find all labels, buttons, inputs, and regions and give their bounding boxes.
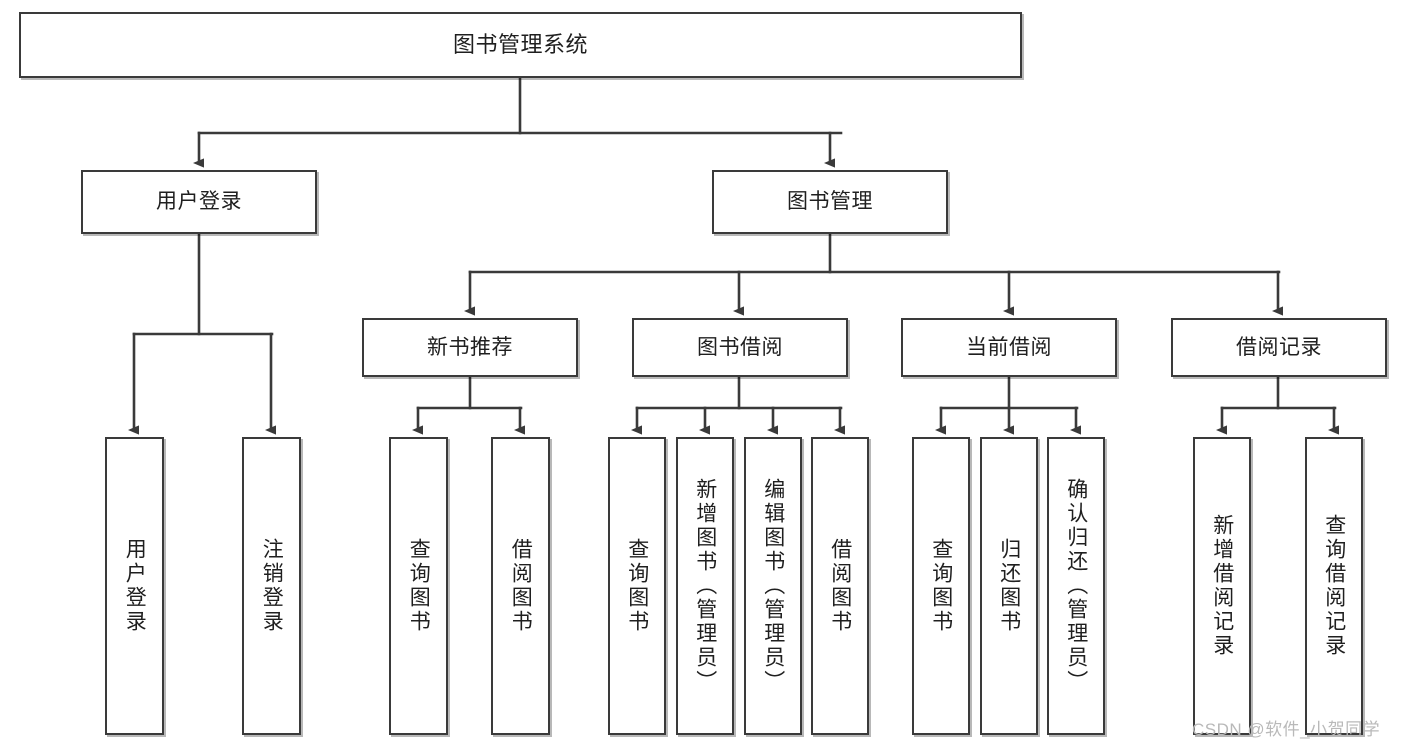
- leaf-query-book-recommend-label: 查询图书: [407, 538, 431, 634]
- leaf-borrow-book[interactable]: 借阅图书: [811, 437, 869, 735]
- leaf-borrow-book-recommend-label: 借阅图书: [509, 538, 533, 634]
- leaf-query-book-borrow-label: 查询图书: [625, 538, 649, 634]
- leaf-add-book[interactable]: 新增图书（管理员）: [676, 437, 734, 735]
- leaf-edit-book[interactable]: 编辑图书（管理员）: [744, 437, 802, 735]
- leaf-borrow-book-recommend[interactable]: 借阅图书: [491, 437, 550, 735]
- node-new-book-recommend[interactable]: 新书推荐: [362, 318, 578, 377]
- node-borrow-record[interactable]: 借阅记录: [1171, 318, 1387, 377]
- node-current-borrow[interactable]: 当前借阅: [901, 318, 1117, 377]
- leaf-borrow-book-label: 借阅图书: [828, 538, 852, 634]
- node-user-login-label: 用户登录: [156, 190, 242, 214]
- node-book-borrow-label: 图书借阅: [697, 335, 783, 359]
- leaf-user-login[interactable]: 用户登录: [105, 437, 164, 735]
- leaf-query-book-current-label: 查询图书: [929, 538, 953, 634]
- leaf-query-book-borrow[interactable]: 查询图书: [608, 437, 666, 735]
- leaf-query-book-recommend[interactable]: 查询图书: [389, 437, 448, 735]
- node-book-borrow[interactable]: 图书借阅: [632, 318, 848, 377]
- node-new-book-recommend-label: 新书推荐: [427, 335, 513, 359]
- node-borrow-record-label: 借阅记录: [1236, 335, 1322, 359]
- leaf-query-book-current[interactable]: 查询图书: [912, 437, 970, 735]
- leaf-query-borrow-record[interactable]: 查询借阅记录: [1305, 437, 1363, 735]
- leaf-return-book-label: 归还图书: [997, 538, 1021, 634]
- leaf-add-borrow-record[interactable]: 新增借阅记录: [1193, 437, 1251, 735]
- leaf-confirm-return[interactable]: 确认归还（管理员）: [1047, 437, 1105, 735]
- leaf-return-book[interactable]: 归还图书: [980, 437, 1038, 735]
- node-root[interactable]: 图书管理系统: [19, 12, 1022, 78]
- node-book-manage-label: 图书管理: [787, 190, 873, 214]
- leaf-add-book-label: 新增图书（管理员）: [693, 478, 717, 694]
- node-user-login[interactable]: 用户登录: [81, 170, 317, 234]
- leaf-query-borrow-record-label: 查询借阅记录: [1322, 514, 1346, 658]
- leaf-confirm-return-label: 确认归还（管理员）: [1064, 478, 1088, 694]
- node-current-borrow-label: 当前借阅: [966, 335, 1052, 359]
- leaf-add-borrow-record-label: 新增借阅记录: [1210, 514, 1234, 658]
- node-root-label: 图书管理系统: [452, 31, 588, 57]
- leaf-logout[interactable]: 注销登录: [242, 437, 301, 735]
- leaf-logout-label: 注销登录: [260, 538, 284, 634]
- node-book-manage[interactable]: 图书管理: [712, 170, 948, 234]
- leaf-edit-book-label: 编辑图书（管理员）: [761, 478, 785, 694]
- leaf-user-login-label: 用户登录: [123, 538, 147, 634]
